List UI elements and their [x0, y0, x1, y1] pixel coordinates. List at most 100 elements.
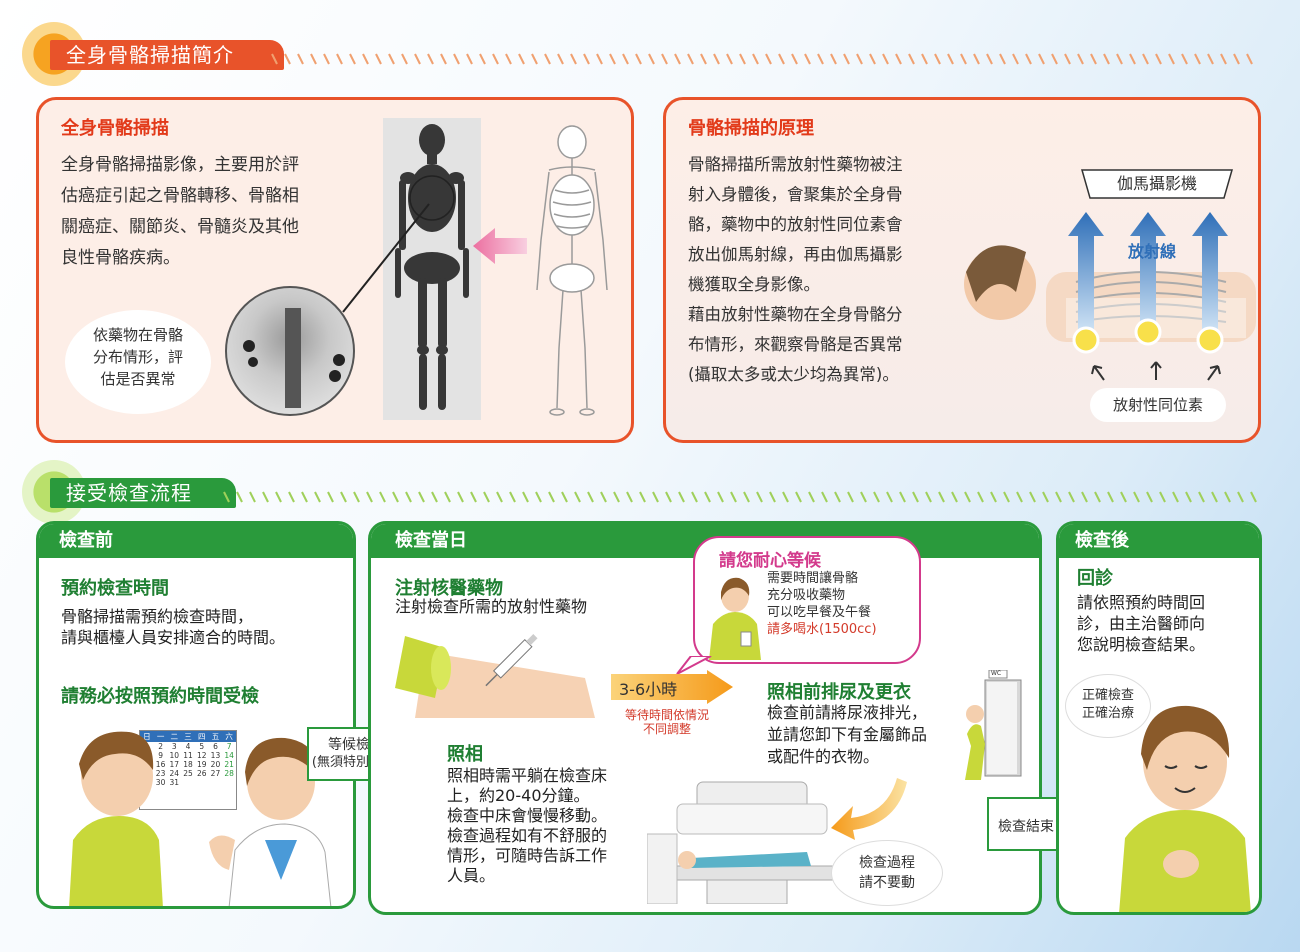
text-line: 照相時需平躺在檢查床: [447, 766, 608, 785]
calendar-day: 7: [226, 742, 232, 751]
inject-text: 注射檢查所需的放射性藥物: [395, 597, 588, 616]
curved-arrow-icon: [831, 778, 907, 840]
calendar-day: 5: [199, 742, 205, 751]
card-subtitle: 回診: [1077, 568, 1113, 589]
text-line: 機獲取全身影像。: [688, 275, 820, 294]
time-note-line: 等待時間依情況: [624, 708, 709, 722]
calendar-day: 31: [169, 778, 180, 787]
text-line: 人員。: [447, 866, 496, 885]
isotope-label: 放射性同位素: [1090, 388, 1226, 422]
card-bone-scan: 全身骨骼掃描 全身骨骼掃描影像，主要用於評 估癌症引起之骨骼轉移、骨骼相 關癌症…: [36, 97, 634, 443]
bubble-line: 依藥物在骨骼: [92, 326, 183, 344]
camera-label-text: 伽馬攝影機: [1116, 174, 1197, 193]
text-line: 布情形，來觀察骨骼是否異常: [688, 335, 903, 354]
card-header: 檢查後: [1059, 524, 1259, 558]
calendar-day: 23: [155, 769, 166, 778]
photo-text: 照相時需平躺在檢查床 上，約20-40分鐘。 檢查中床會慢慢移動。 檢查過程如有…: [447, 766, 607, 886]
restroom-door-illustration: [965, 670, 1022, 780]
section-header-process: 接受檢查流程: [22, 460, 1262, 524]
text-line: 藉由放射性藥物在全身骨骼分: [688, 305, 903, 324]
card-title: 全身骨骼掃描: [61, 118, 169, 139]
doctor-illustration: [1119, 705, 1251, 912]
zoom-connector: [342, 203, 430, 313]
bubble-line: 需要時間讓骨骼: [767, 571, 859, 586]
section-title: 全身骨骼掃描簡介: [50, 40, 284, 70]
waiting-person-icon: [709, 577, 761, 660]
calendar: 日 一 二 三 四 五 六 12345678910111213141516171…: [139, 730, 237, 810]
calendar-day: 24: [169, 769, 180, 778]
text-line: 射入身體後，會聚集於全身骨: [688, 185, 903, 204]
text-line: 您說明檢查結果。: [1077, 635, 1206, 654]
calendar-day: 10: [169, 751, 180, 760]
card-body: 骨骼掃描所需放射性藥物被注 射入身體後，會聚集於全身骨 骼，藥物中的放射性同位素…: [688, 150, 978, 390]
pink-arrow-icon: [473, 228, 527, 264]
section-header-intro: 全身骨骼掃描簡介: [22, 22, 1262, 86]
patient-doctor-illustration: [69, 731, 332, 906]
card-text: 骨骼掃描需預約檢查時間， 請與櫃檯人員安排適合的時間。: [61, 606, 351, 648]
weekday: 四: [197, 732, 206, 741]
card-exam-day: 檢查當日 注射核醫藥物 注射檢查所需的放射性藥物 請您耐心等候 需要時間讓骨骼 …: [368, 521, 1042, 915]
time-note: 等待時間依情況 不同調整: [615, 708, 719, 736]
wait-bubble: 請您耐心等候 需要時間讓骨骼 充分吸收藥物 可以吃早餐及午餐 請多喝水(1500…: [693, 536, 921, 664]
bubble-line: 分布情形，評: [92, 348, 183, 366]
scanner-illustration: [647, 781, 838, 904]
calendar-day: 3: [171, 742, 177, 751]
card-principle: 骨骼掃描的原理 骨骼掃描所需放射性藥物被注 射入身體後，會聚集於全身骨 骼，藥物…: [663, 97, 1261, 443]
calendar-day: 9: [158, 751, 163, 760]
skeleton-illustration: [536, 125, 608, 416]
calendar-day: 13: [210, 751, 221, 760]
calendar-day: 12: [196, 751, 207, 760]
text-line: 或配件的衣物。: [767, 747, 880, 766]
wait-bubble-title: 請您耐心等候: [719, 551, 821, 571]
calendar-day: 16: [155, 760, 166, 769]
gamma-camera-label: 伽馬攝影機: [1074, 168, 1240, 200]
text-line: 上，約20-40分鐘。: [447, 786, 590, 805]
photo-title: 照相: [447, 744, 483, 765]
weekday: 二: [170, 732, 179, 741]
calendar-day: 6: [213, 742, 218, 751]
calendar-day: 11: [183, 751, 193, 760]
weekday: 六: [225, 732, 233, 741]
bubble-line: 請不要動: [859, 875, 915, 891]
text-line: 檢查中床會慢慢移動。: [447, 806, 608, 825]
calendar-day: 28: [224, 769, 234, 778]
time-arrow: 3-6小時: [611, 670, 735, 704]
wait-bubble-text: 需要時間讓骨骼 充分吸收藥物 可以吃早餐及午餐 請多喝水(1500cc): [767, 570, 877, 638]
calendar-day: 4: [185, 742, 191, 751]
card-after: 檢查後 回診 請依照預約時間回 診，由主治醫師向 您說明檢查結果。 正確檢查 正…: [1056, 521, 1262, 915]
card-body: 全身骨骼掃描影像，主要用於評 估癌症引起之骨骼轉移、骨骼相 關癌症、關節炎、骨髓…: [61, 150, 381, 274]
bubble-line: 正確治療: [1081, 706, 1134, 721]
bone-scan-image: [383, 118, 481, 420]
zoomed-scan-circle: [225, 286, 355, 416]
text-line: 檢查過程如有不舒服的: [447, 826, 608, 845]
wc-label: WC: [991, 670, 1002, 677]
time-note-line: 不同調整: [642, 722, 691, 736]
text-line: 並請您卸下有金屬飾品: [767, 725, 928, 744]
text-line: 請依照預約時間回: [1077, 593, 1206, 612]
end-arrow-label: 檢查結束: [998, 819, 1054, 835]
text-line: 估癌症引起之骨骼轉移、骨骼相: [61, 186, 299, 206]
restroom-title: 照相前排尿及更衣: [767, 682, 911, 703]
keep-still-bubble: 檢查過程 請不要動: [831, 840, 943, 906]
bubble-line: 正確檢查: [1081, 688, 1134, 703]
notice-text: 請務必按照預約時間受檢: [61, 686, 259, 707]
text-line: (攝取太多或太少均為異常)。: [688, 365, 899, 384]
calendar-day: 20: [210, 760, 221, 769]
text-line: 良性骨骼疾病。: [61, 248, 180, 268]
rays-label: 放射線: [1128, 242, 1177, 261]
bubble-line: 可以吃早餐及午餐: [767, 605, 872, 620]
card-before: 檢查前 預約檢查時間 骨骼掃描需預約檢查時間， 請與櫃檯人員安排適合的時間。 請…: [36, 521, 356, 909]
time-arrow-label: 3-6小時: [619, 680, 678, 699]
text-line: 放出伽馬射線，再由伽馬攝影: [688, 245, 903, 264]
bubble-line: 估是否異常: [100, 370, 176, 388]
hatch-divider: [223, 491, 1257, 503]
isotope-label-text: 放射性同位素: [1112, 396, 1203, 414]
speech-bubble: 依藥物在骨骼 分布情形，評 估是否異常: [65, 310, 211, 414]
injection-illustration: [395, 634, 595, 718]
hatch-divider: [271, 53, 1253, 65]
calendar-day: 25: [183, 769, 193, 778]
weekday: 五: [211, 732, 220, 741]
calendar-day: 18: [183, 760, 193, 769]
weekday: 日: [143, 732, 151, 741]
calendar-day: 26: [196, 769, 207, 778]
